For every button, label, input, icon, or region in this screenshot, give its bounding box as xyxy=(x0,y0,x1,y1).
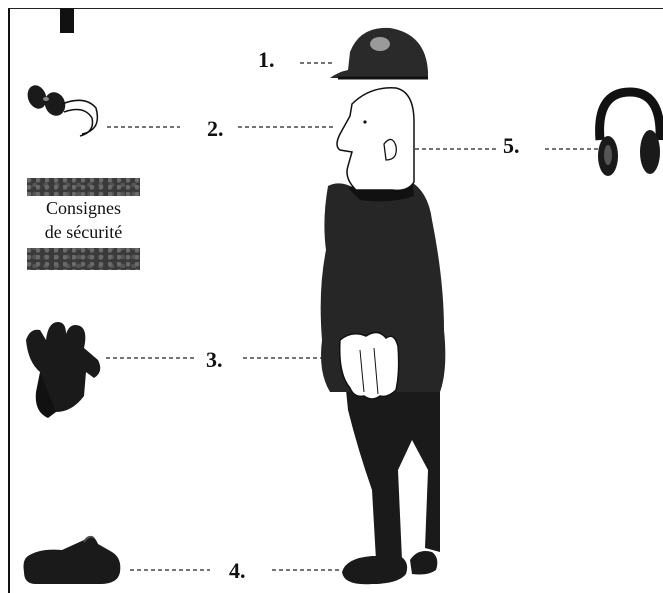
label-helmet: 1. xyxy=(258,49,275,71)
sign-line-1: Consignes xyxy=(27,196,140,220)
safety-instructions-sign: Consignes de sécurité xyxy=(27,178,140,270)
ear-muffs-icon xyxy=(598,92,660,176)
label-gloves: 3. xyxy=(206,349,223,371)
shoe-icon xyxy=(24,536,121,584)
label-goggles: 2. xyxy=(207,118,224,140)
label-ear-protection: 5. xyxy=(503,135,520,157)
sign-text-panel: Consignes de sécurité xyxy=(27,196,140,248)
label-shoes: 4. xyxy=(229,560,246,582)
sign-line-2: de sécurité xyxy=(27,220,140,244)
worker-figure xyxy=(321,88,446,584)
goggles-icon xyxy=(24,83,97,136)
gloves-icon xyxy=(26,322,100,418)
helmet-icon xyxy=(330,28,428,78)
